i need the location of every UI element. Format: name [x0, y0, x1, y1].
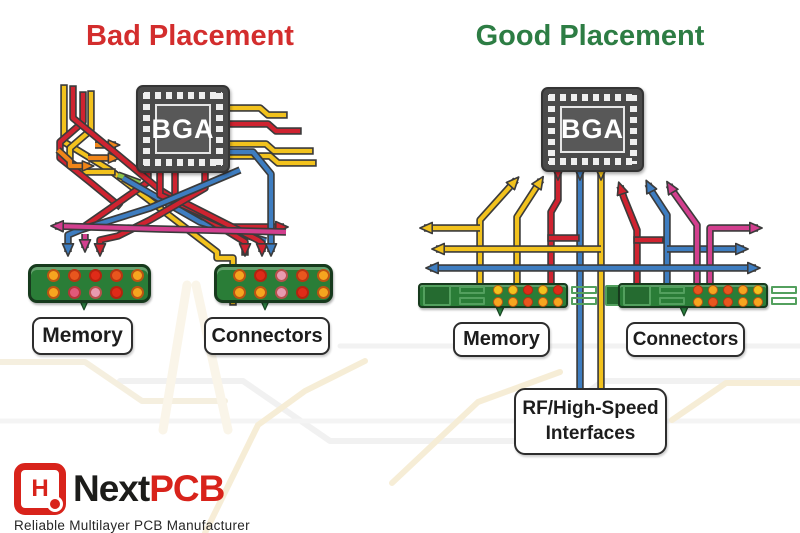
solder-pads	[47, 268, 144, 299]
solder-pads	[693, 284, 763, 307]
memory-label-left: Memory	[32, 317, 133, 355]
connectors-component-right	[618, 283, 797, 308]
connector-slots	[571, 286, 597, 305]
connector-slots	[771, 286, 797, 305]
bga-chip-right: BGA	[541, 87, 644, 172]
good-placement-title: Good Placement	[475, 20, 705, 52]
memory-label-right: Memory	[453, 322, 550, 357]
rf-high-speed-label: RF/High-Speed Interfaces	[514, 388, 667, 455]
bga-chip-left-label: BGA	[152, 104, 214, 154]
solder-pads	[233, 268, 330, 299]
nextpcb-logo-icon: H	[14, 463, 66, 515]
connector-slots	[459, 286, 485, 305]
good-placement-traces	[419, 166, 763, 389]
connector-cap	[423, 285, 451, 306]
rf-label-line2: Interfaces	[545, 422, 636, 444]
bad-placement-traces	[50, 84, 317, 306]
connectors-label-left: Connectors	[204, 317, 330, 355]
chip-pads	[549, 158, 636, 165]
connectors-component-left	[214, 264, 333, 303]
bga-chip-right-label: BGA	[560, 106, 625, 153]
rf-label-line1: RF/High-Speed	[522, 397, 659, 419]
memory-component-right	[418, 283, 633, 308]
bad-placement-title: Bad Placement	[86, 20, 294, 52]
nextpcb-logo: H NextPCB Reliable Multilayer PCB Manufa…	[14, 463, 250, 533]
chip-pads	[144, 159, 222, 166]
chip-pads	[144, 92, 222, 99]
chip-pads	[216, 93, 223, 165]
logo-wordmark-pcb: PCB	[149, 468, 225, 509]
logo-h-letter: H	[31, 475, 49, 502]
chip-pads	[143, 93, 150, 165]
connectors-label-right: Connectors	[626, 322, 745, 357]
solder-pads	[493, 284, 563, 307]
connector-slots	[659, 286, 685, 305]
logo-tagline: Reliable Multilayer PCB Manufacturer	[14, 518, 250, 533]
chip-pads	[549, 94, 636, 101]
logo-wordmark: NextPCB	[73, 468, 225, 510]
chip-pads	[630, 95, 637, 164]
logo-dot	[47, 496, 63, 512]
memory-component-left	[28, 264, 151, 303]
chip-pads	[548, 95, 555, 164]
connector-cap	[623, 285, 651, 306]
logo-wordmark-next: Next	[73, 468, 150, 509]
bga-chip-left: BGA	[136, 85, 230, 173]
